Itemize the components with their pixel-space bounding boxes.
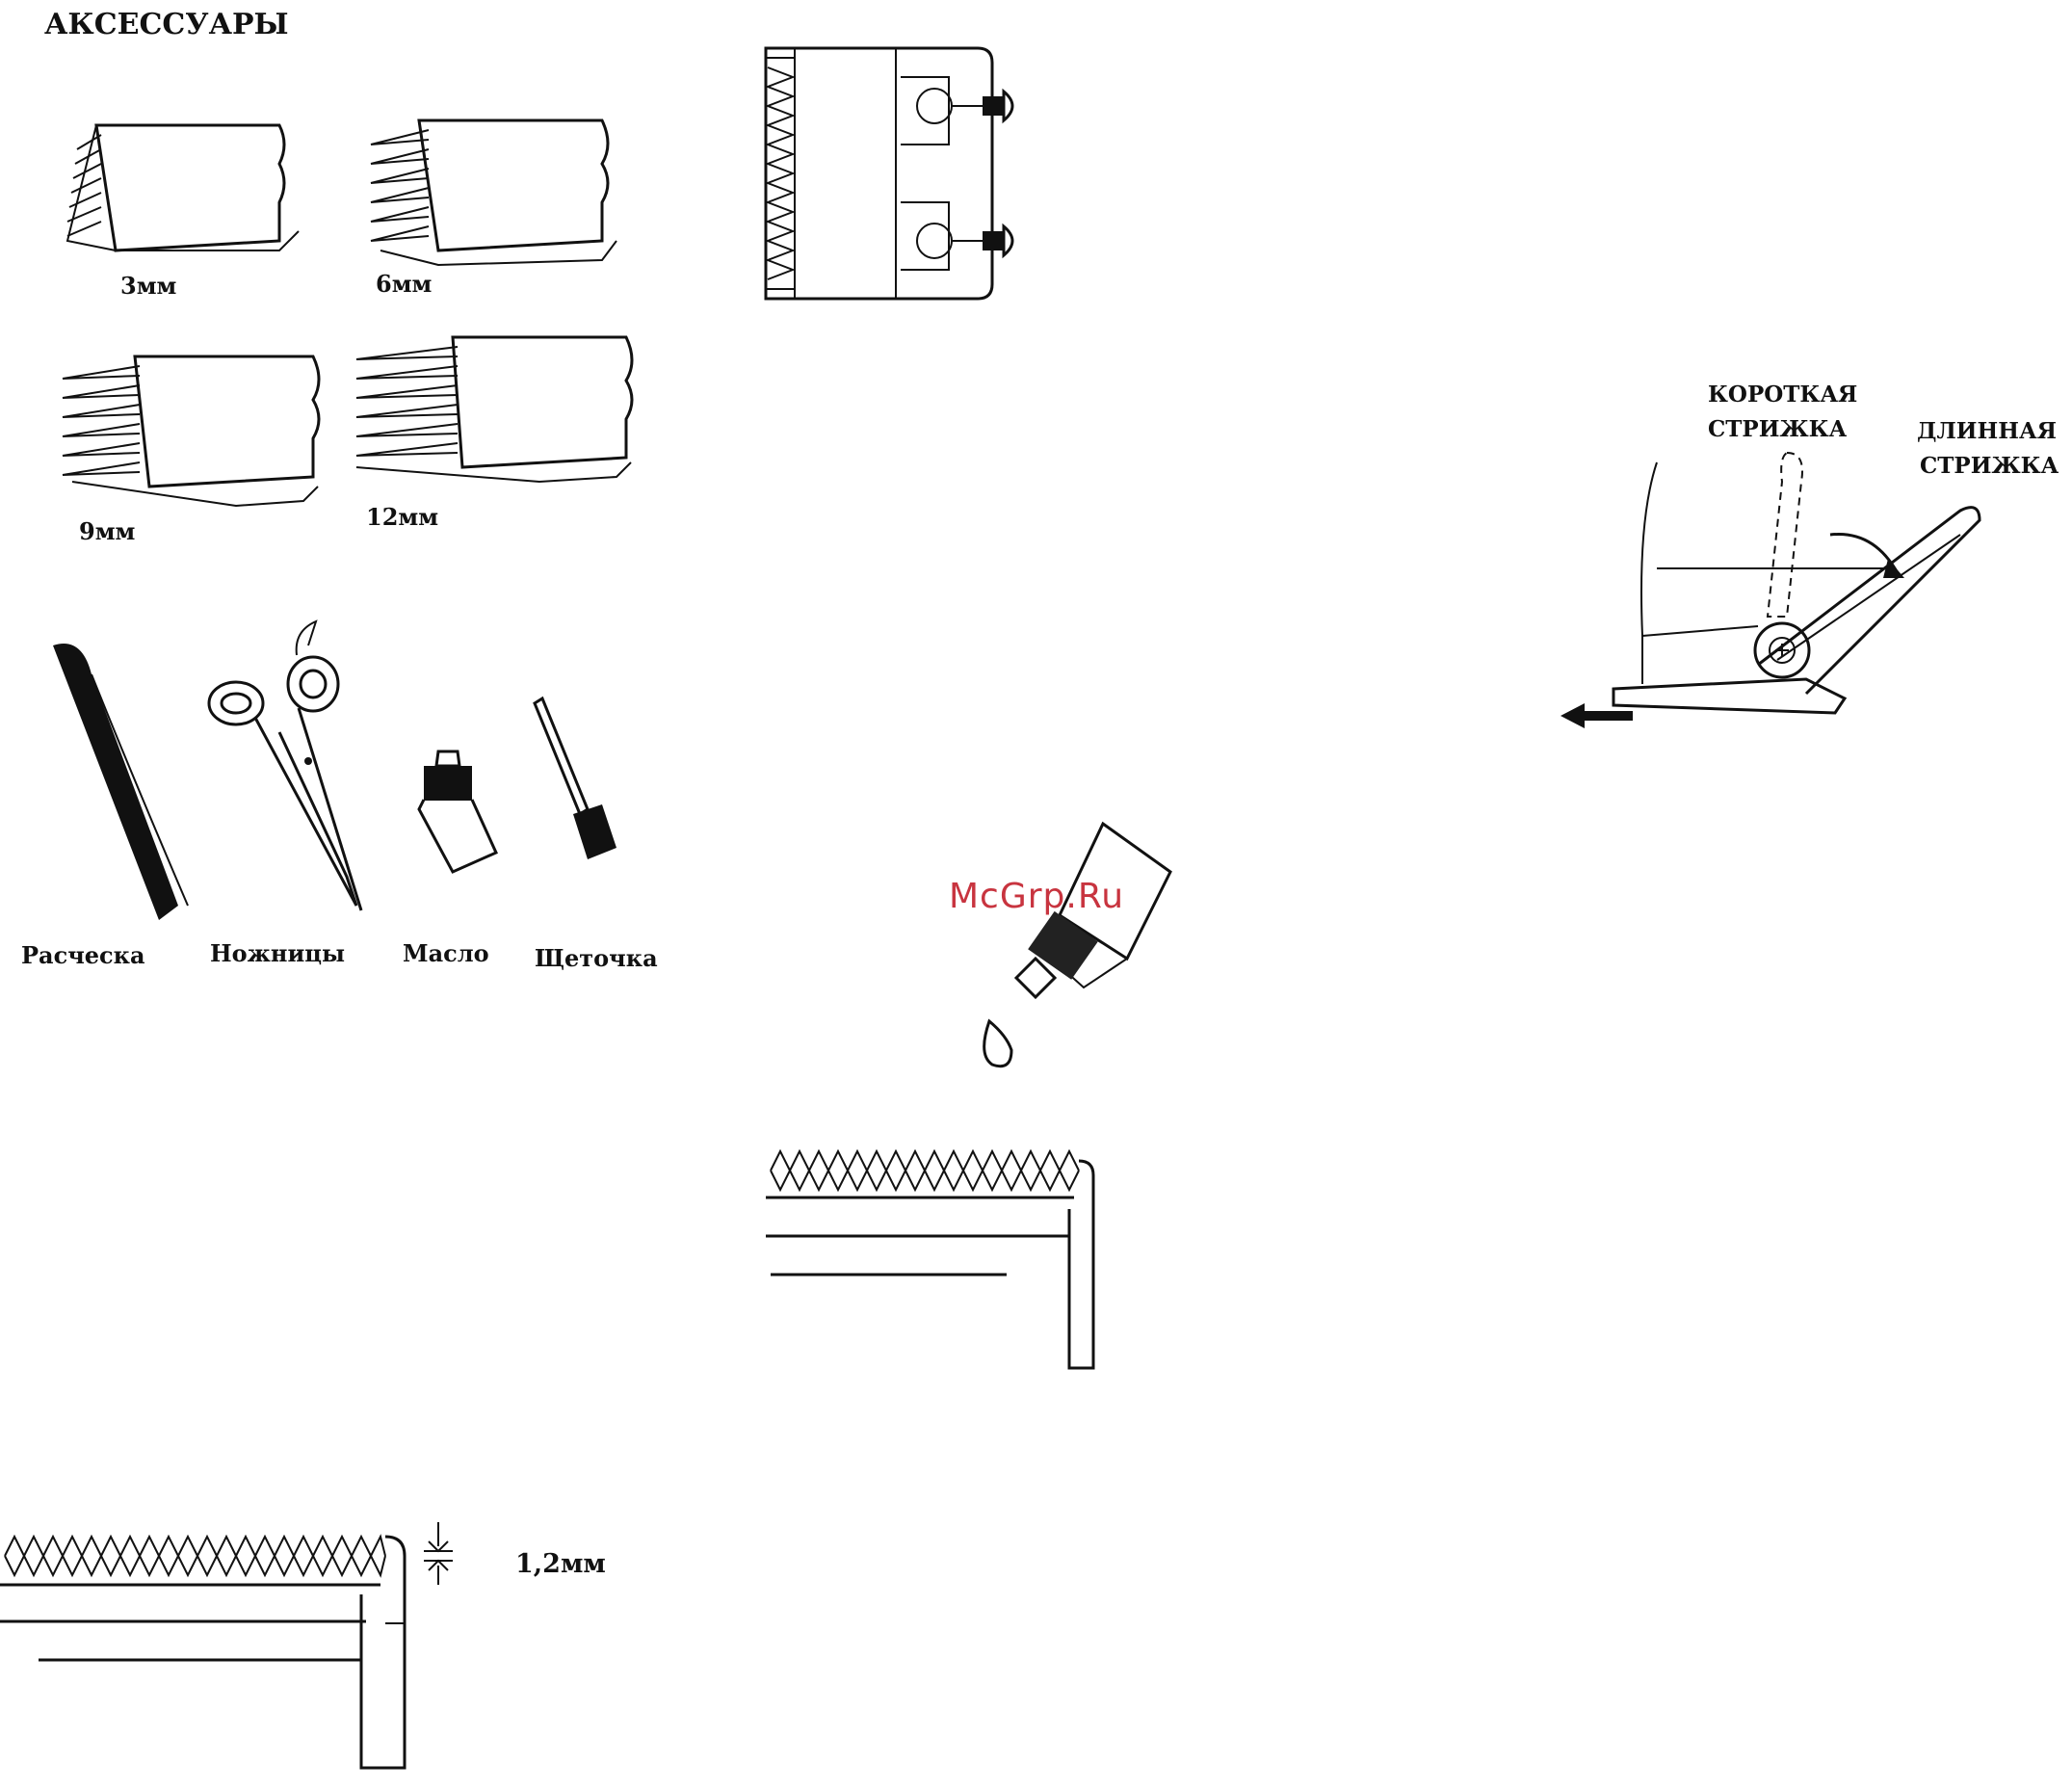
tool-oil-label: Масло [403, 939, 489, 967]
lever-adjustment-illustration [1556, 443, 1999, 751]
comb-icon [43, 636, 188, 925]
blade-side-view-illustration [761, 1151, 1117, 1373]
scissors-icon [202, 617, 376, 915]
oil-bottle-icon [400, 742, 506, 877]
comb-attachment-12mm-illustration [347, 323, 636, 496]
tool-brush-label: Щеточка [535, 944, 658, 972]
oiling-bottle-illustration [968, 819, 1190, 1089]
comb-6mm-label: 6мм [376, 270, 432, 298]
tool-comb-label: Расческа [21, 941, 145, 969]
watermark-text: McGrp.Ru [949, 877, 1124, 916]
comb-3mm-label: 3мм [120, 272, 176, 300]
comb-12mm-label: 12мм [366, 503, 438, 531]
lever-short-label-line1: КОРОТКАЯ [1708, 382, 1857, 408]
lever-long-label-line1: ДЛИННАЯ [1917, 418, 2057, 444]
comb-attachment-3mm-illustration [58, 106, 308, 270]
page-title: АКСЕССУАРЫ [44, 8, 289, 41]
comb-attachment-6mm-illustration [361, 106, 621, 270]
brush-icon [525, 694, 631, 867]
comb-attachment-9mm-illustration [53, 342, 323, 515]
tool-scissors-label: Ножницы [210, 939, 345, 967]
lever-short-label-line2: СТРИЖКА [1708, 416, 1847, 442]
comb-9mm-label: 9мм [79, 517, 135, 545]
blade-gap-diagram-illustration [0, 1517, 482, 1777]
gap-measure-label: 1,2мм [515, 1549, 606, 1579]
blade-with-screws-illustration [756, 39, 1036, 308]
